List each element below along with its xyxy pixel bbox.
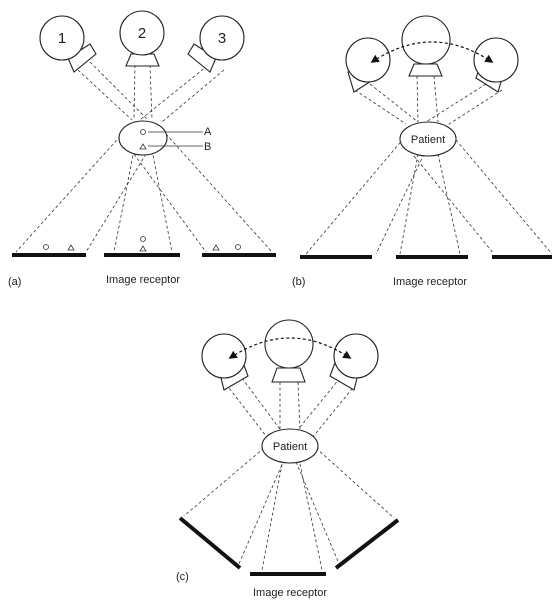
xray-tube-icon	[264, 319, 314, 369]
panel-b-patient-label: Patient	[411, 134, 445, 146]
image-receptor-left	[178, 516, 242, 570]
xray-tube-icon	[401, 15, 451, 65]
rotation-arrow-icon	[228, 337, 352, 359]
panel-b-source-left	[345, 37, 391, 93]
panel-c-receptors	[178, 516, 400, 576]
xray-tube-icon	[201, 333, 247, 379]
marker-a-label: A	[204, 126, 212, 138]
panel-b-tag: (b)	[292, 276, 305, 288]
panel-c-rays	[183, 377, 395, 571]
panel-c-source-left	[201, 333, 249, 391]
xray-tube-icon	[345, 37, 391, 83]
marker-b-label: B	[204, 141, 211, 153]
xray-tube-icon	[119, 10, 165, 56]
panel-a-receptors	[12, 236, 276, 257]
source-1-number: 1	[58, 30, 66, 47]
panel-b-receptor-label: Image receptor	[393, 276, 467, 288]
xray-tube-icon	[473, 37, 519, 83]
panel-c: Patient (c) Image receptor	[176, 319, 400, 599]
circle-marker-icon	[235, 244, 241, 250]
source-2-number: 2	[138, 25, 146, 42]
collimator-icon	[125, 53, 160, 67]
rotation-arrow-icon	[370, 41, 494, 63]
panel-a-source-2: 2	[119, 10, 165, 67]
panel-a-source-3: 3	[187, 15, 245, 73]
panel-a-source-1: 1	[39, 15, 97, 73]
xray-tube-icon	[199, 15, 245, 61]
panel-c-source-center	[264, 319, 314, 383]
circle-marker-icon	[43, 244, 49, 250]
patient-ellipse	[118, 120, 168, 156]
collimator-icon	[67, 43, 97, 73]
collimator-icon	[408, 63, 443, 77]
panel-c-patient: Patient	[261, 428, 319, 464]
panel-a-rays	[15, 61, 273, 253]
panel-b: Patient (b) Image receptor	[292, 15, 553, 288]
patient-ellipse	[261, 428, 319, 464]
xray-tube-icon	[39, 15, 85, 61]
panel-c-receptor-label: Image receptor	[253, 587, 327, 599]
panel-c-tag: (c)	[176, 571, 189, 583]
panel-a-receptor-label: Image receptor	[106, 274, 180, 286]
panel-c-source-right	[329, 333, 379, 391]
triangle-marker-icon	[139, 245, 147, 252]
panel-b-patient: Patient	[399, 121, 457, 157]
image-receptor-right	[334, 518, 400, 570]
patient-ellipse	[399, 121, 457, 157]
panel-a: 1 2 3 A B	[8, 10, 276, 288]
collimator-icon	[271, 367, 306, 383]
triangle-marker-icon	[67, 244, 75, 251]
panel-c-patient-label: Patient	[273, 441, 307, 453]
panel-b-source-right	[473, 37, 519, 93]
circle-marker-icon	[140, 129, 146, 135]
source-3-number: 3	[218, 30, 226, 47]
circle-marker-icon	[140, 236, 146, 242]
xray-tube-icon	[333, 333, 379, 379]
panel-a-object: A B	[118, 120, 212, 156]
panel-b-source-center	[401, 15, 451, 77]
triangle-marker-icon	[139, 143, 147, 150]
triangle-marker-icon	[212, 244, 220, 251]
panel-a-tag: (a)	[8, 276, 21, 288]
panel-b-rays	[305, 75, 553, 255]
